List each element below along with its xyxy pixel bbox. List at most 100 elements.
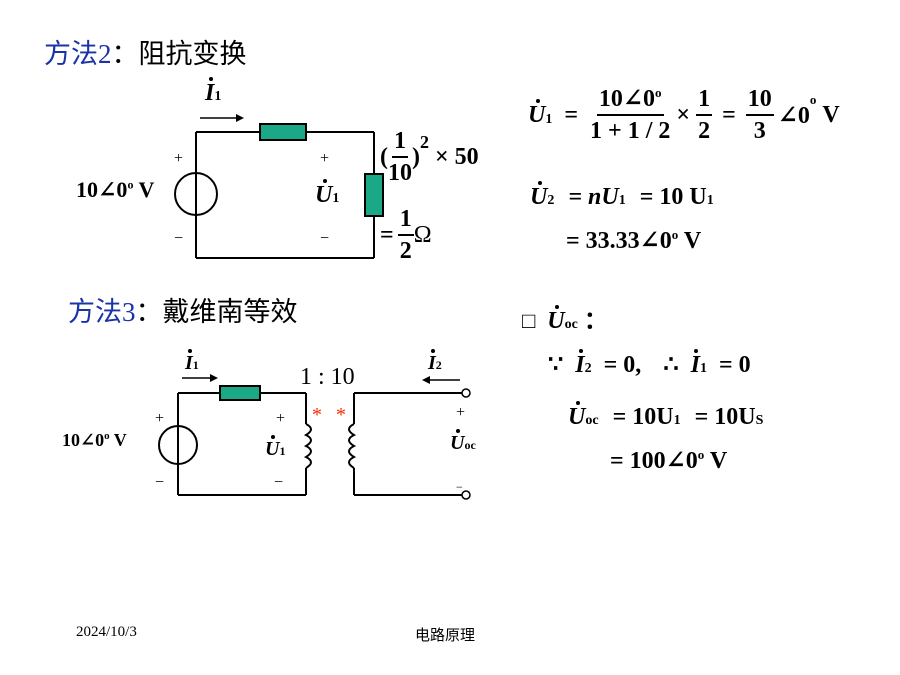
c2-u1-minus: − <box>274 474 284 491</box>
c2-uoc-symbol: U <box>450 429 465 454</box>
c2-voltage-label: U1 <box>265 435 286 461</box>
eq1-frac2: 1 2 <box>696 86 713 145</box>
terminal-top <box>461 388 471 398</box>
uoc-result-deg: o <box>697 447 705 462</box>
terminal-bottom <box>461 490 471 500</box>
c2-source-minus: − <box>155 474 165 491</box>
c2-current1-sub: 1 <box>192 358 199 372</box>
uoc-equation: Uoc = 10U1 = 10US <box>568 401 764 431</box>
c2-current1-symbol: I <box>185 349 193 374</box>
c2-u1-plus: + <box>276 410 286 427</box>
method3-prefix: 方法3 <box>68 297 136 327</box>
eq1-deg: o <box>809 92 817 107</box>
method2-title: ：阻抗变换 <box>111 39 247 69</box>
eq2-lhs: U <box>530 181 548 210</box>
c2-source-deg: o <box>104 430 110 442</box>
uoc-result-unit: V <box>709 448 728 474</box>
impedance-num: 1 <box>392 128 408 159</box>
series-impedance <box>259 123 307 141</box>
c2-voltage-symbol: U <box>265 435 280 460</box>
c2-current2-label: I2 <box>428 349 442 375</box>
c2-current2-arrow-head <box>422 376 430 384</box>
uoc-eq-rhs: = 10U <box>694 404 756 430</box>
cond-i1-symbol: I <box>690 349 700 378</box>
eq1-lhs: U <box>528 98 546 128</box>
eq2-rhs: = 10 U <box>639 184 707 210</box>
eq3-unit: V <box>683 228 702 254</box>
c2-source-unit: V <box>113 430 127 450</box>
impedance-times: × 50 <box>435 143 479 170</box>
eq2-mid: = nU <box>568 184 619 210</box>
c2-source-plus: + <box>155 410 165 427</box>
voltage-subscript: 1 <box>332 191 340 206</box>
c2-current1-arrow-head <box>210 374 218 382</box>
c2-current2-symbol: I <box>428 349 436 374</box>
current-conditions: ∵ I2 = 0, ∴ I1 = 0 <box>548 349 751 379</box>
uoc-result-value: = 100∠0 <box>610 448 698 474</box>
eq1-frac3-den: 3 <box>753 118 766 145</box>
result-equals: = <box>380 221 394 248</box>
bullet-icon: □ <box>522 308 536 333</box>
dot-marker-secondary: * <box>336 404 346 426</box>
eq1-times: × <box>676 101 691 128</box>
uoc-eq-mid-sub: 1 <box>673 413 681 428</box>
cond-i2-symbol: I <box>575 349 585 378</box>
eq1-frac3-num: 10 <box>745 86 774 117</box>
method3-title: ：戴维南等效 <box>135 297 298 327</box>
current-arrow-head <box>236 114 244 122</box>
secondary-coil <box>348 423 357 469</box>
uoc-eq-mid: = 10U <box>612 404 674 430</box>
eq3-deg: o <box>671 227 679 242</box>
eq1-equals2: = <box>722 101 736 128</box>
impedance-den: 10 <box>388 160 412 187</box>
c2-voltage-sub: 1 <box>279 444 286 458</box>
cond-i2-rest: = 0, <box>603 352 642 378</box>
voltage-symbol: U <box>315 179 333 208</box>
c2-uoc-sub: oc <box>464 438 476 452</box>
c2-uoc-plus: + <box>456 404 466 421</box>
source-plus: + <box>174 150 184 167</box>
uoc-eq-rhs-sub: S <box>755 413 764 428</box>
c2-source-value: 10∠0 <box>62 430 105 450</box>
cond-i2-sub: 2 <box>584 361 592 376</box>
eq1-frac1-deg: o <box>655 85 662 100</box>
primary-coil <box>303 423 312 469</box>
footer-title: 电路原理 <box>415 628 476 644</box>
footer-date: 2024/10/3 <box>76 624 137 640</box>
eq2: U2 = nU1 = 10 U1 <box>530 181 714 211</box>
method2-heading: 方法2：阻抗变换 <box>44 32 247 71</box>
source-unit: V <box>138 177 155 202</box>
result-unit: Ω <box>413 221 432 248</box>
result-num: 1 <box>397 206 414 237</box>
c2-uoc-label: Uoc <box>450 429 476 455</box>
result-fraction: 1 2 <box>397 206 414 265</box>
impedance-expression: ( 1 10 )2 × 50 <box>380 128 479 187</box>
uoc-head-colon: ： <box>583 308 608 334</box>
method2-prefix: 方法2 <box>44 39 112 69</box>
method3-heading: 方法3：戴维南等效 <box>68 290 298 329</box>
impedance-exp: 2 <box>420 132 429 152</box>
therefore-symbol: ∴ <box>663 352 679 378</box>
circuit1-voltage-label: U1 <box>315 179 340 209</box>
cond-i1-rest: = 0 <box>718 352 751 378</box>
c2-source-label: 10∠0o V <box>62 430 127 451</box>
eq1-frac3: 10 3 <box>745 86 774 145</box>
circuit2-diagram <box>158 374 471 500</box>
source-minus: − <box>174 230 184 247</box>
load-impedance <box>364 173 384 217</box>
eq1-equals: = <box>564 101 579 128</box>
load-plus: + <box>320 150 330 167</box>
because-symbol: ∵ <box>548 352 564 378</box>
c2-uoc-minus: − <box>456 480 463 494</box>
eq1-lhs-sub: 1 <box>545 112 553 128</box>
load-minus: − <box>320 230 330 247</box>
eq2-mid-sub: 1 <box>618 193 626 208</box>
eq1-unit: V <box>822 101 840 128</box>
eq1-frac1-den: 1 + 1 / 2 <box>590 118 671 145</box>
circuit1-diagram <box>174 114 384 259</box>
circuit1-source-label: 10∠0o V <box>76 177 154 203</box>
eq1-frac2-den: 2 <box>698 118 711 145</box>
c2-current2-sub: 2 <box>435 358 442 372</box>
